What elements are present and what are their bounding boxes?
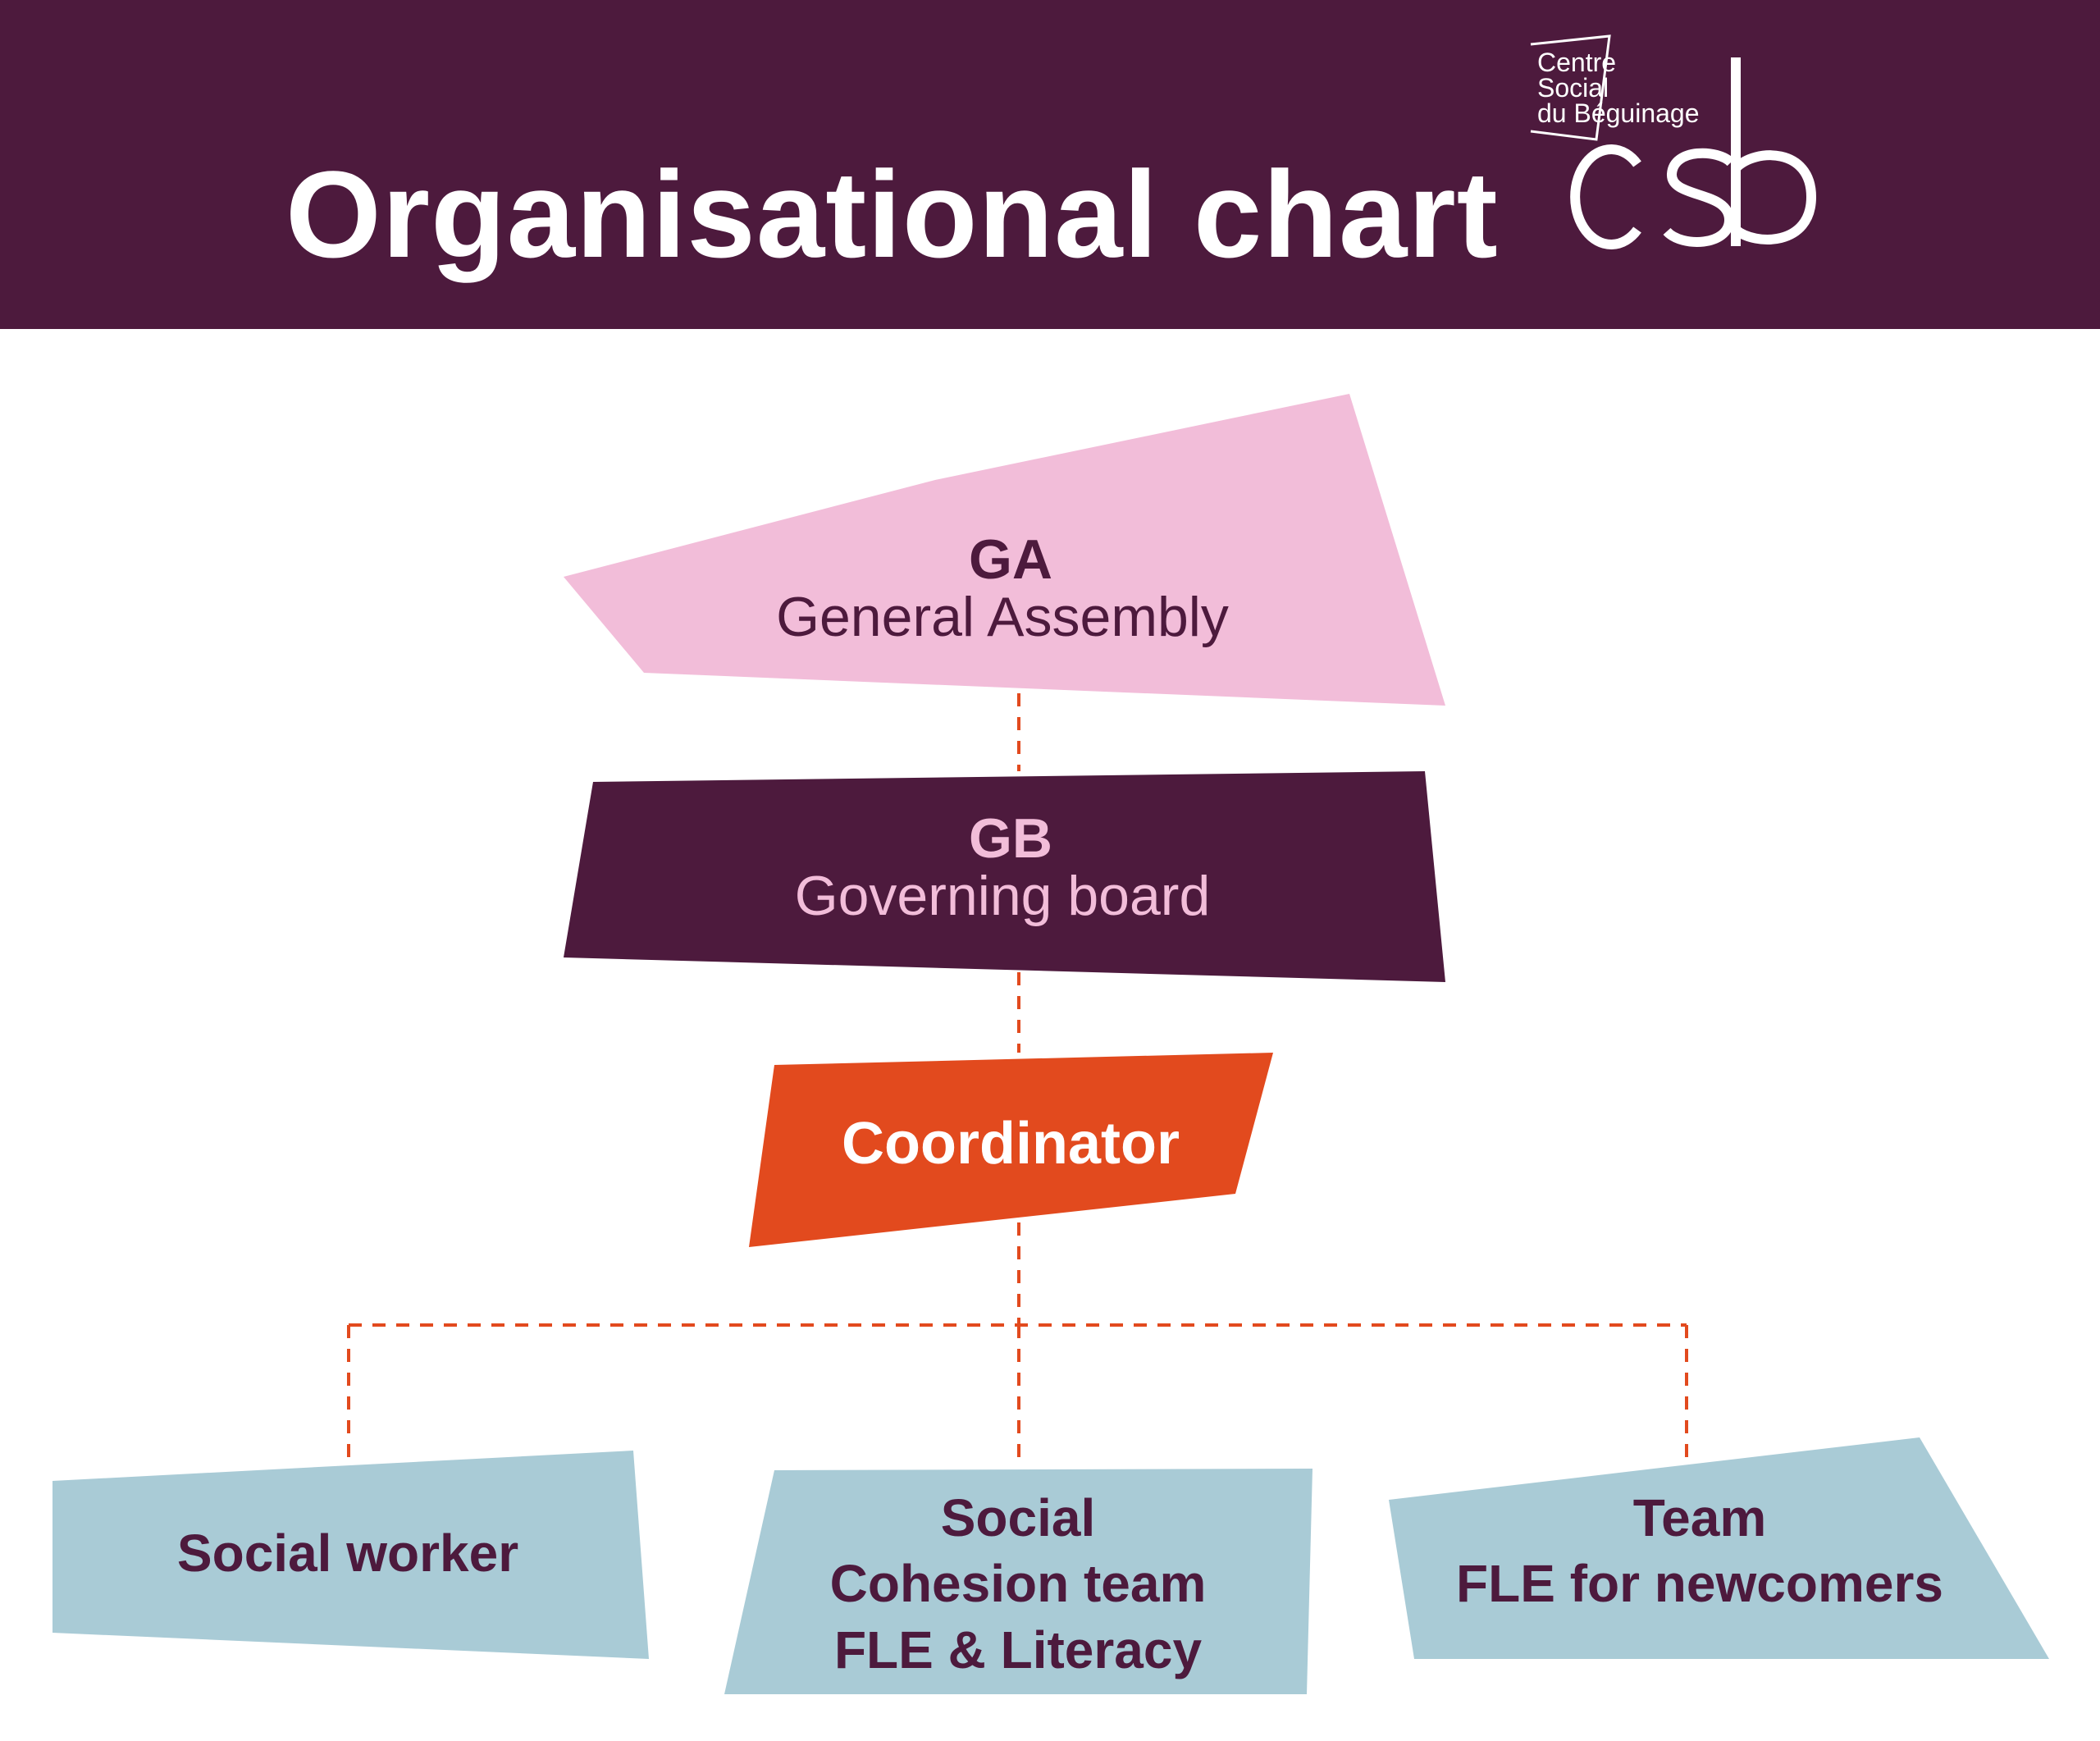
node-ga-abbr: GA: [969, 528, 1052, 591]
node-social-cohesion-shape: [724, 1469, 1312, 1694]
node-gb-shape: [564, 771, 1445, 982]
node-coordinator: Coordinator: [749, 1053, 1273, 1247]
node-social-worker-shape: [52, 1451, 649, 1659]
node-general-assembly: GA General Assembly: [564, 394, 1445, 706]
node-social-worker-label: Social worker: [177, 1524, 518, 1583]
node-governing-board: GB Governing board: [564, 771, 1445, 982]
csb-logo: Centre Social du Béguinage: [1530, 34, 1817, 249]
node-team-fle-shape: [1389, 1437, 2049, 1659]
node-social-cohesion-line1: Social: [941, 1488, 1096, 1547]
node-gb-abbr: GB: [969, 807, 1052, 870]
page-title: Organisational chart: [285, 145, 1499, 283]
logo-frame: [1530, 34, 1611, 141]
connector-lines: [347, 693, 1688, 1467]
node-team-fle-line2: FLE for newcomers: [1456, 1554, 1943, 1613]
logo-letter-b: [1731, 57, 1817, 246]
logo-letter-s: [1663, 148, 1735, 247]
node-social-cohesion-line3: FLE & Literacy: [834, 1620, 1203, 1679]
logo-line-beguinage: du Béguinage: [1537, 98, 1700, 128]
logo-line-centre: Centre: [1537, 48, 1616, 77]
node-team-fle-line1: Team: [1633, 1488, 1766, 1547]
node-social-cohesion-team: Social Cohesion team FLE & Literacy: [724, 1469, 1312, 1694]
node-gb-label: Governing board: [795, 865, 1211, 927]
node-team-fle: Team FLE for newcomers: [1389, 1437, 2049, 1659]
node-ga-label: General Assembly: [776, 586, 1229, 648]
header-bar: Organisational chart: [0, 0, 2100, 329]
logo-line-social: Social: [1537, 73, 1609, 103]
node-coordinator-label: Coordinator: [842, 1111, 1180, 1177]
node-coordinator-shape: [749, 1053, 1273, 1247]
node-social-cohesion-line2: Cohesion team: [830, 1554, 1207, 1613]
node-social-worker: Social worker: [52, 1451, 649, 1659]
node-ga-shape: [564, 394, 1445, 706]
logo-letter-c: [1570, 144, 1641, 249]
